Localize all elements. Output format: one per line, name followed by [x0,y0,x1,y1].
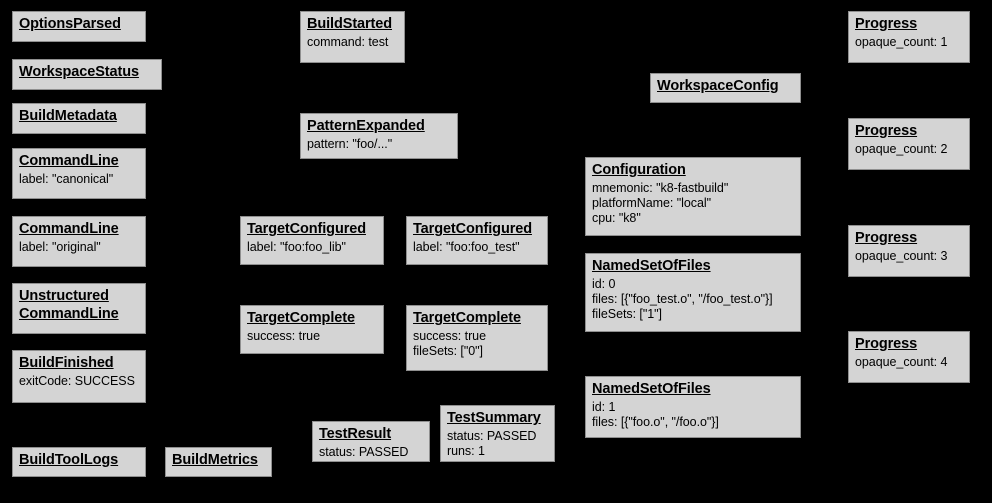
event-node-unstructured-command-line[interactable]: Unstructured CommandLine [12,283,146,334]
event-node-build-metadata[interactable]: BuildMetadata [12,103,146,134]
event-node-build-tool-logs[interactable]: BuildToolLogs [12,447,146,477]
event-node-options-parsed[interactable]: OptionsParsed [12,11,146,42]
event-node-fields: status: PASSED runs: 1 [447,428,537,458]
event-node-fields: success: true [247,328,320,343]
event-node-title: TargetConfigured [413,221,532,237]
event-node-title: BuildMetadata [19,108,117,124]
event-node-title: BuildMetrics [172,452,258,468]
event-node-fields: opaque_count: 2 [855,141,948,156]
event-node-title: TargetComplete [247,310,355,326]
event-node-fields: id: 0 files: [{"foo_test.o", "/foo_test.… [592,276,773,322]
event-node-named-set-of-files-0[interactable]: NamedSetOfFiles id: 0 files: [{"foo_test.… [585,253,801,332]
event-node-target-complete-foo-lib[interactable]: TargetComplete success: true [240,305,384,354]
event-node-title: WorkspaceStatus [19,64,139,80]
event-node-configuration[interactable]: Configuration mnemonic: "k8-fastbuild" pl… [585,157,801,236]
event-node-title: Configuration [592,162,686,178]
event-node-title: TargetConfigured [247,221,366,237]
event-node-title: TestSummary [447,410,541,426]
event-node-title: TestResult [319,426,392,442]
event-node-test-summary[interactable]: TestSummary status: PASSED runs: 1 [440,405,555,462]
event-node-target-complete-foo-test[interactable]: TargetComplete success: true fileSets: ["… [406,305,548,371]
event-node-title: BuildFinished [19,355,114,371]
event-node-title: OptionsParsed [19,16,121,32]
event-node-pattern-expanded[interactable]: PatternExpanded pattern: "foo/..." [300,113,458,159]
event-node-progress-1[interactable]: Progress opaque_count: 1 [848,11,970,63]
event-node-title: BuildToolLogs [19,452,119,468]
event-node-title: BuildStarted [307,16,393,32]
event-node-title: Progress [855,123,918,139]
event-node-fields: label: "original" [19,239,101,254]
event-node-fields: exitCode: SUCCESS [19,373,135,388]
event-node-target-configured-foo-lib[interactable]: TargetConfigured label: "foo:foo_lib" [240,216,384,265]
event-node-title: TargetComplete [413,310,521,326]
event-node-fields: opaque_count: 4 [855,354,948,369]
event-node-fields: command: test [307,34,389,49]
event-node-fields: label: "canonical" [19,171,114,186]
event-node-fields: label: "foo:foo_lib" [247,239,346,254]
event-node-title: Progress [855,16,918,32]
event-node-title: PatternExpanded [307,118,425,134]
event-node-title: Progress [855,230,918,246]
event-node-title: NamedSetOfFiles [592,258,711,274]
event-node-fields: success: true fileSets: ["0"] [413,328,486,358]
event-node-title: WorkspaceConfig [657,78,779,94]
event-node-command-line-original[interactable]: CommandLine label: "original" [12,216,146,267]
event-node-fields: status: PASSED [319,444,409,459]
event-node-fields: pattern: "foo/..." [307,136,393,151]
event-node-fields: opaque_count: 3 [855,248,948,263]
event-node-title: CommandLine [19,153,119,169]
event-node-title: Progress [855,336,918,352]
event-node-test-result[interactable]: TestResult status: PASSED [312,421,430,462]
event-node-fields: mnemonic: "k8-fastbuild" platformName: "… [592,180,729,226]
event-node-workspace-status[interactable]: WorkspaceStatus [12,59,162,90]
event-node-named-set-of-files-1[interactable]: NamedSetOfFiles id: 1 files: [{"foo.o", "… [585,376,801,438]
event-node-fields: opaque_count: 1 [855,34,948,49]
event-node-title: NamedSetOfFiles [592,381,711,397]
event-node-workspace-config[interactable]: WorkspaceConfig [650,73,801,103]
event-node-build-started[interactable]: BuildStarted command: test [300,11,405,63]
event-node-build-metrics[interactable]: BuildMetrics [165,447,272,477]
event-node-fields: label: "foo:foo_test" [413,239,520,254]
event-node-progress-4[interactable]: Progress opaque_count: 4 [848,331,970,383]
event-node-progress-2[interactable]: Progress opaque_count: 2 [848,118,970,170]
event-node-title: CommandLine [19,221,119,237]
event-node-progress-3[interactable]: Progress opaque_count: 3 [848,225,970,277]
event-node-target-configured-foo-test[interactable]: TargetConfigured label: "foo:foo_test" [406,216,548,265]
event-node-build-finished[interactable]: BuildFinished exitCode: SUCCESS [12,350,146,403]
event-node-fields: id: 1 files: [{"foo.o", "/foo.o"}] [592,399,719,429]
event-node-command-line-canonical[interactable]: CommandLine label: "canonical" [12,148,146,199]
event-node-title: Unstructured CommandLine [19,288,119,322]
